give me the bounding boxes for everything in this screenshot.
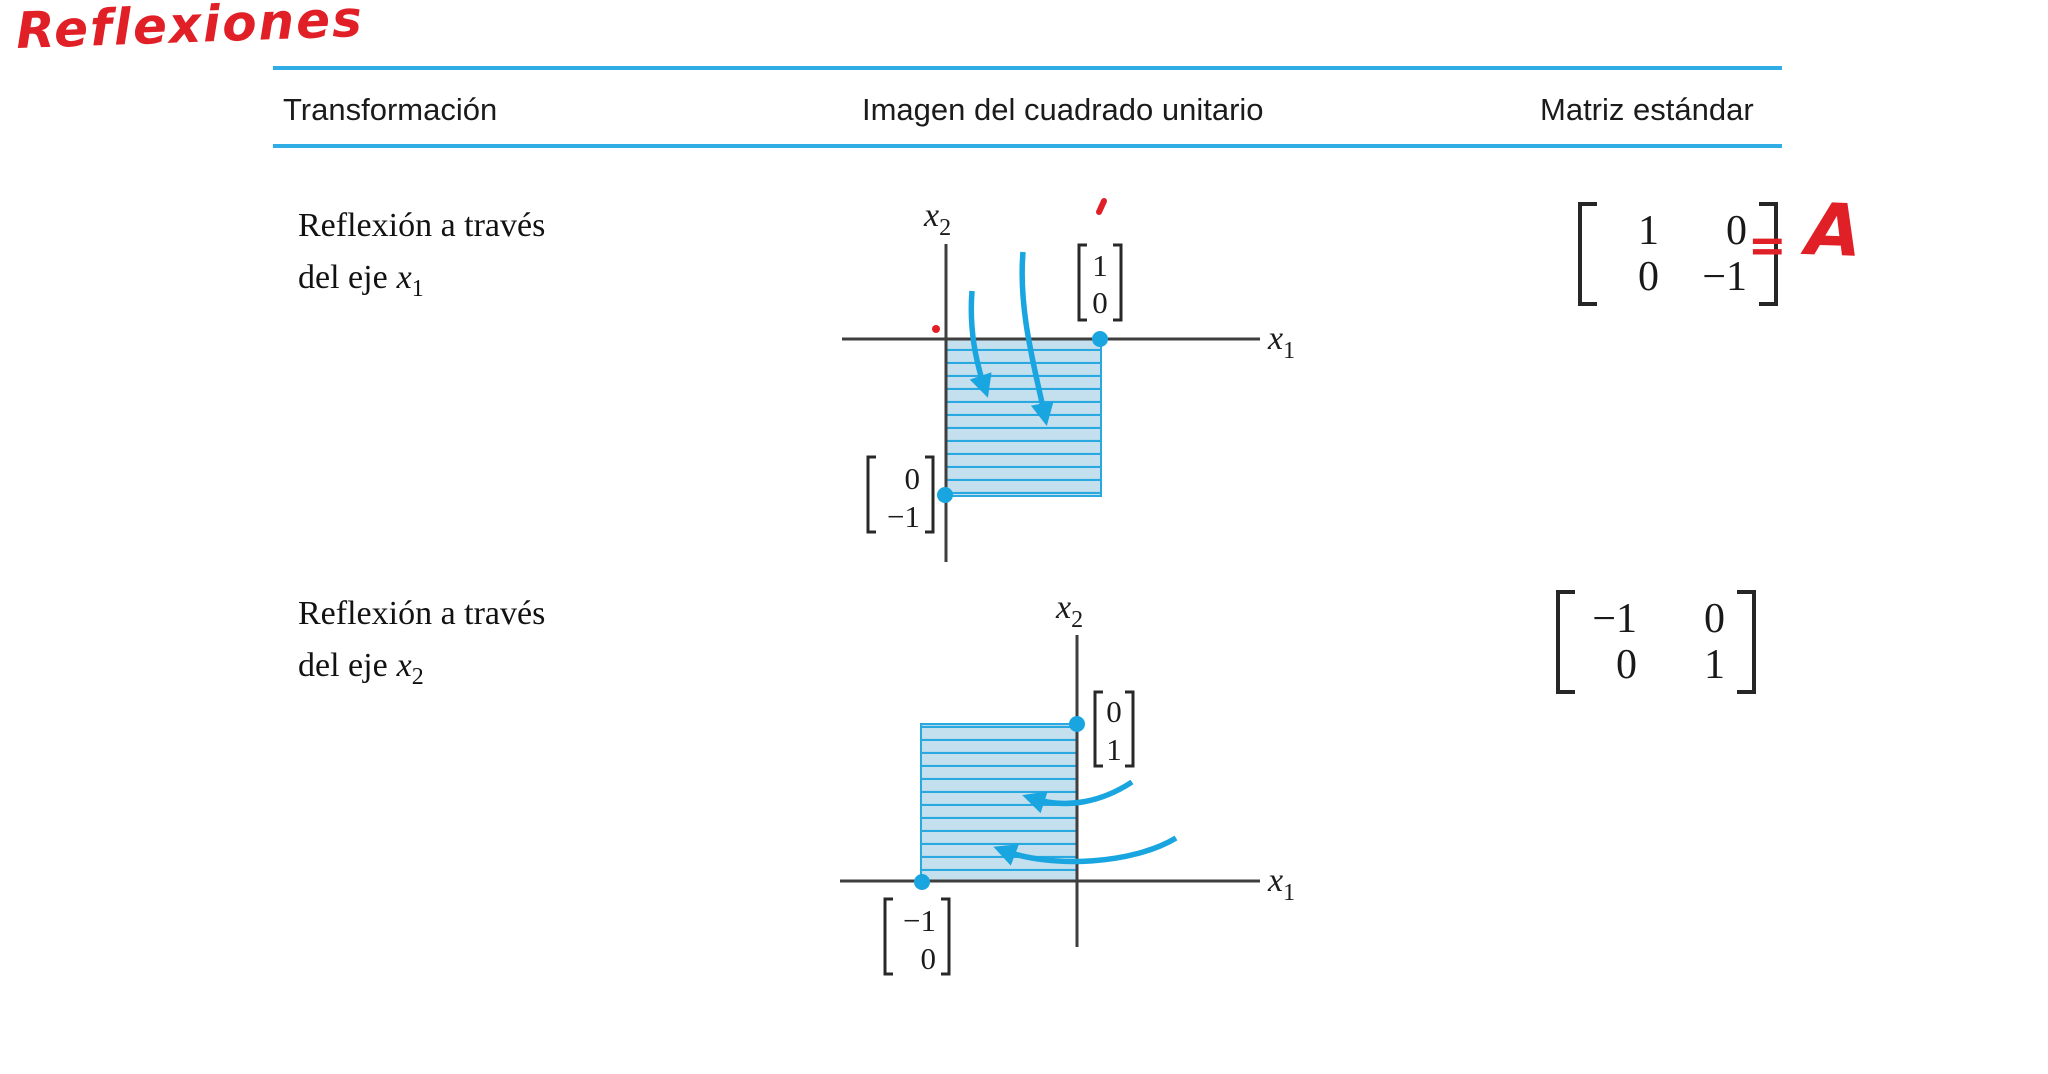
reflection-arrow-left <box>968 290 992 398</box>
header-top-rule <box>273 66 1782 70</box>
matrix-cells: 1 0 0 −1 <box>1638 208 1747 300</box>
point-minus1-0-dot <box>914 874 930 890</box>
right-bracket <box>1759 202 1778 306</box>
svg-text:1: 1 <box>1106 732 1122 767</box>
svg-text:−1: −1 <box>887 499 920 534</box>
left-bracket <box>1578 202 1597 306</box>
row2-label-line1: Reflexión a través <box>298 595 546 632</box>
point-0-1-dot <box>1069 716 1085 732</box>
row2-label-variable: x <box>396 647 412 684</box>
row1-standard-matrix: 1 0 0 −1 <box>1578 202 1778 306</box>
column-header-matrix: Matriz estándar <box>1540 92 1754 127</box>
vector-e1-label: 1 0 <box>1077 243 1123 322</box>
column-header-transformation: Transformación <box>283 92 498 127</box>
row1-label-variable: x <box>396 259 412 296</box>
row2-standard-matrix: −1 0 0 1 <box>1556 590 1756 694</box>
reflection-arrow-lower <box>993 835 1178 866</box>
reflection-arrow-right <box>1019 251 1054 427</box>
reflection-arrow-upper <box>1022 779 1134 814</box>
row1-unit-square-diagram: x2 x1 1 0 0 −1 <box>842 197 1295 562</box>
svg-text:0: 0 <box>1092 285 1108 320</box>
handwritten-matrix-name: A <box>1804 187 1864 273</box>
right-bracket <box>1737 590 1756 694</box>
row2-unit-square-diagram: x2 x1 0 1 −1 0 <box>840 589 1295 976</box>
x2-axis-label: x2 <box>1055 589 1083 633</box>
row1-label-line1: Reflexión a través <box>298 207 546 244</box>
red-pen-dot <box>932 325 940 333</box>
handwritten-title: Reflexiones <box>15 0 365 61</box>
svg-text:−1: −1 <box>903 903 936 938</box>
vector-image-e1-label: −1 0 <box>883 897 951 976</box>
svg-text:0: 0 <box>921 941 937 976</box>
point-1-0-dot <box>1092 331 1108 347</box>
svg-text:1: 1 <box>1092 248 1108 283</box>
x1-axis-label: x1 <box>1267 320 1295 364</box>
point-0-minus1-dot <box>937 487 953 503</box>
vector-image-e2-label: 0 −1 <box>866 455 935 534</box>
svg-text:0: 0 <box>905 461 921 496</box>
x1-axis-label: x1 <box>1267 862 1295 906</box>
header-bottom-rule <box>273 144 1782 148</box>
reflected-unit-square <box>945 338 1102 497</box>
column-header-image: Imagen del cuadrado unitario <box>862 92 1264 127</box>
x2-axis-label: x2 <box>923 197 951 241</box>
handwritten-equals-sign: = <box>1748 218 1787 272</box>
red-pen-mark-top <box>1096 198 1107 215</box>
matrix-cells: −1 0 0 1 <box>1592 596 1725 688</box>
vector-e2-label: 0 1 <box>1093 690 1135 768</box>
svg-text:0: 0 <box>1106 694 1122 729</box>
left-bracket <box>1556 590 1575 694</box>
